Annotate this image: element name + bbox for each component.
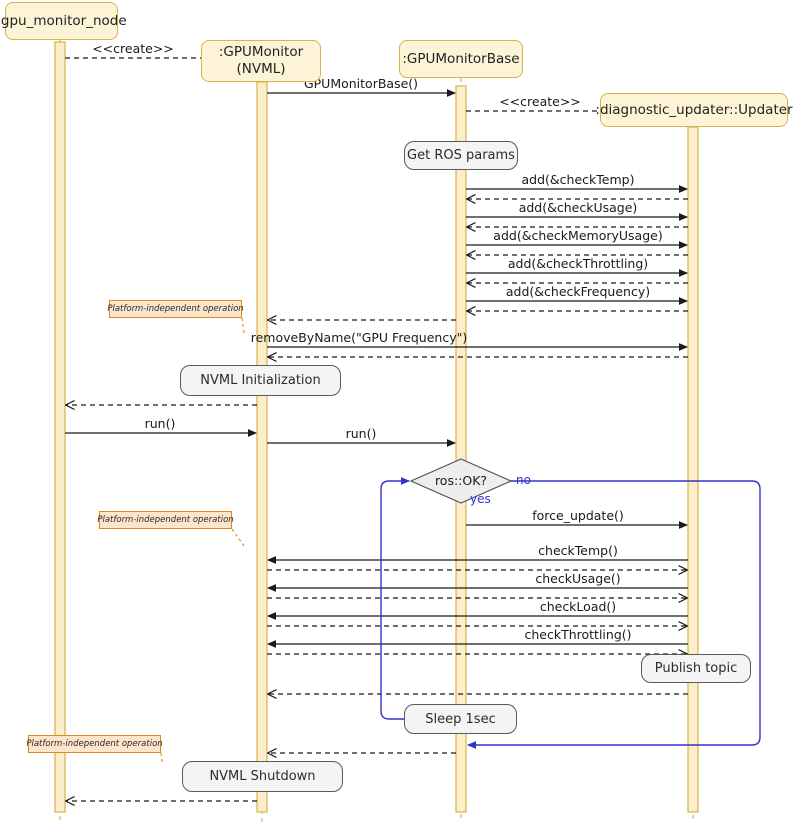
decision-branch-yes: yes — [470, 492, 491, 506]
participant-updater[interactable]: :diagnostic_updater::Updater — [595, 93, 793, 127]
note-anchor-line-3 — [160, 752, 163, 763]
message-label: GPUMonitorBase() — [303, 76, 419, 91]
control-flow-loop-back — [380, 477, 410, 720]
message-label: checkTemp() — [538, 543, 618, 558]
action-box-nvml-initialization[interactable]: NVML Initialization — [180, 365, 341, 396]
message-label: add(&checkThrottling) — [507, 256, 649, 271]
control-flow-layer — [380, 458, 761, 749]
message-label: run() — [345, 426, 377, 441]
action-box-nvml-shutdown[interactable]: NVML Shutdown — [182, 761, 343, 792]
ros-ok-decision-diamond — [409, 458, 513, 504]
message-label: checkUsage() — [535, 571, 621, 586]
note-anchor-line-2 — [231, 528, 245, 547]
note-note-2: Platform-independent operation — [97, 511, 234, 529]
participant-node[interactable]: :gpu_monitor_node — [0, 2, 127, 40]
action-box-sleep-1sec[interactable]: Sleep 1sec — [404, 704, 517, 734]
lifelines-layer — [59, 40, 694, 822]
message-label: add(&checkMemoryUsage) — [493, 228, 663, 243]
message-label: checkLoad() — [539, 599, 617, 614]
message-label: force_update() — [532, 508, 624, 523]
activation-bar-updater — [687, 126, 699, 813]
message-label: run() — [144, 416, 176, 431]
control-flow-no-branch — [467, 480, 761, 749]
activation-bar-node — [54, 41, 66, 813]
message-label: checkThrottling() — [524, 627, 632, 642]
participant-nvml[interactable]: :GPUMonitor (NVML) — [201, 40, 321, 82]
message-label: add(&checkTemp) — [521, 172, 635, 187]
message-label: <<create>> — [92, 41, 174, 56]
activations-layer — [54, 41, 699, 813]
message-label: removeByName("GPU Frequency") — [250, 330, 468, 345]
action-box-publish-topic[interactable]: Publish topic — [641, 654, 751, 683]
activation-bar-nvml — [256, 81, 268, 813]
participant-base[interactable]: :GPUMonitorBase — [399, 40, 523, 78]
note-note-3: Platform-independent operation — [26, 735, 163, 753]
decision-branch-no: no — [516, 473, 531, 487]
action-box-get-ros-params[interactable]: Get ROS params — [404, 141, 518, 170]
activation-bar-base — [455, 85, 467, 813]
message-label: add(&checkUsage) — [518, 200, 638, 215]
note-note-1: Platform-independent operation — [107, 300, 244, 318]
note-anchor-line-1 — [241, 317, 245, 334]
message-label: <<create>> — [499, 94, 581, 109]
decision-label: ros::OK? — [434, 473, 488, 488]
note-anchor-layer — [160, 317, 245, 763]
message-label: add(&checkFrequency) — [505, 284, 651, 299]
